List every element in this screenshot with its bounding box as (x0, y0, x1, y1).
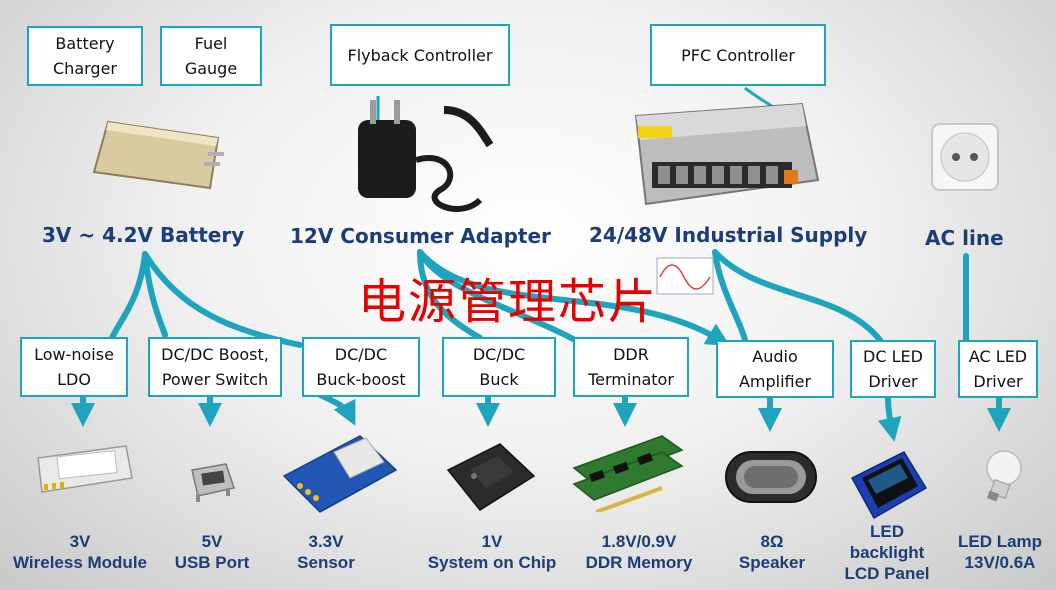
flyback-controller-box: Flyback Controller (330, 24, 510, 86)
ddr-terminator-box: DDR Terminator (573, 337, 689, 397)
wire-industrial-dcled (712, 249, 883, 343)
load-lcd-label: LED backlight LCD Panel (844, 522, 930, 583)
wire-dcled-lcd (877, 395, 902, 442)
wall-adapter-icon (358, 100, 494, 212)
ddr-memory-icon (572, 435, 684, 512)
led-lamp-icon (986, 450, 1022, 502)
wireless-module-icon (37, 445, 133, 493)
load-sensor-label: 3.3V Sensor (297, 532, 355, 572)
battery-pack-icon (92, 120, 224, 190)
load-usb-label: 5V USB Port (174, 532, 250, 572)
load-lamp-label: LED Lamp 13V/0.6A (957, 532, 1043, 572)
sensor-board-icon (282, 435, 398, 513)
industrial-supply-icon (634, 102, 820, 206)
wire-adapter-buck (417, 249, 483, 341)
usb-port-icon (191, 463, 235, 502)
speaker-icon (725, 451, 817, 503)
wire-adapter-audio (417, 249, 731, 347)
overlay-title: 电源管理芯片 (358, 274, 659, 330)
ac-socket-icon (931, 123, 999, 191)
source-battery-label: 3V ~ 4.2V Battery (42, 223, 245, 247)
dc-led-driver-box: DC LED Driver (850, 340, 936, 398)
load-wireless-label: 3V Wireless Module (13, 532, 147, 572)
battery-charger-box: Battery Charger (27, 26, 143, 86)
buck-box: DC/DC Buck (442, 337, 556, 397)
wire-battery-buckboost (142, 251, 303, 348)
load-soc-label: 1V System on Chip (427, 532, 557, 572)
load-ddr-label: 1.8V/0.9V DDR Memory (585, 532, 693, 572)
wire-battery-ldo (109, 251, 148, 341)
lcd-panel-icon (850, 451, 928, 520)
source-adapter-label: 12V Consumer Adapter (290, 224, 551, 248)
boost-box: DC/DC Boost, Power Switch (148, 337, 282, 397)
audio-amplifier-box: Audio Amplifier (716, 340, 834, 398)
waveform-icon (656, 257, 714, 295)
wire-battery-boost (142, 251, 168, 338)
buck-boost-box: DC/DC Buck-boost (302, 337, 420, 397)
source-industrial-label: 24/48V Industrial Supply (589, 223, 868, 247)
ac-led-driver-box: AC LED Driver (958, 340, 1038, 398)
ldo-box: Low-noise LDO (20, 337, 128, 397)
soc-chip-icon (446, 443, 536, 511)
load-speaker-label: 8Ω Speaker (738, 532, 806, 572)
pfc-controller-box: PFC Controller (650, 24, 826, 86)
fuel-gauge-box: Fuel Gauge (160, 26, 262, 86)
wire-industrial-audio (712, 249, 748, 343)
source-acline-label: AC line (925, 226, 1004, 250)
